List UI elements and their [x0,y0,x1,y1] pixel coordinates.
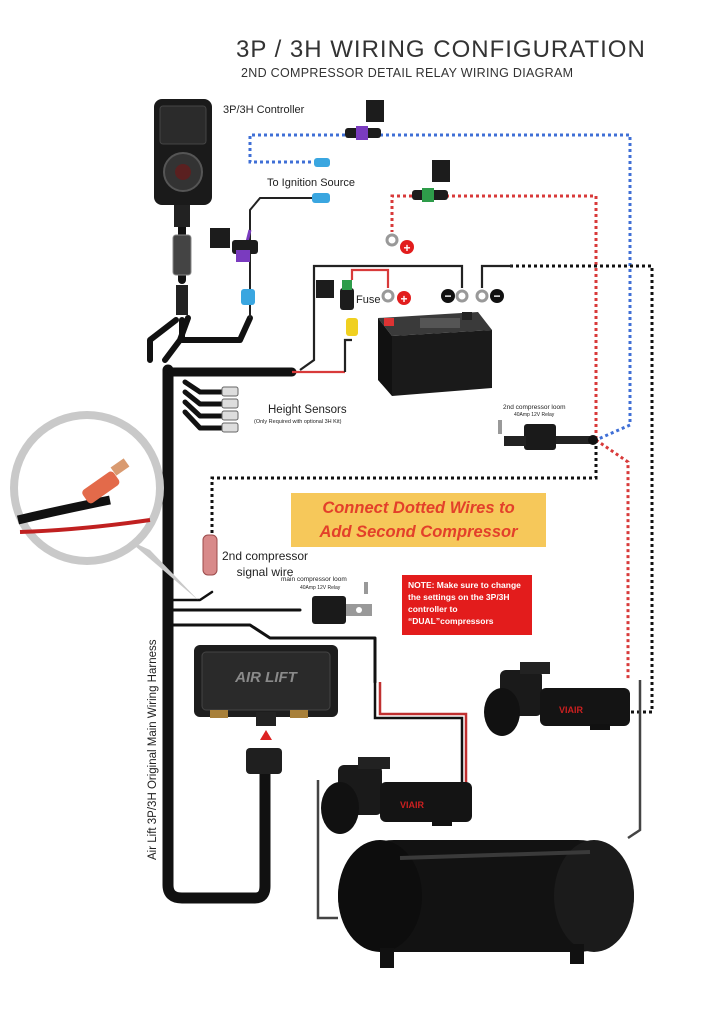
butt-connectors [202,158,358,576]
positive-sign: + [403,241,410,255]
height-sensors-note: (Only Required with optional 3H Kit) [254,419,342,425]
positive-sign: + [400,292,407,306]
compressor-leads [316,680,642,920]
controller-device [154,99,212,315]
fuse-label: Fuse [356,294,381,306]
dotted-wires-callout: Connect Dotted Wires to Add Second Compr… [291,493,546,547]
blue-dotted-wire [248,133,632,442]
ignition-label: To Ignition Source [267,177,356,189]
second-loom-relay-label: 40Amp 12V Relay [514,412,555,418]
positive-terminal-symbol [397,240,414,305]
red-dotted-wire [390,194,630,680]
fuse-holder-battery [316,280,354,310]
compressor-brand-text: VIAIR [559,705,584,715]
main-harness [147,201,377,904]
signal-wire-label-line1: 2nd compressor [222,549,309,563]
ignition-wire [243,197,314,318]
compressor-left: VIAIR [321,757,472,834]
negative-sign: − [444,289,451,303]
compressor-right: VIAIR [484,662,630,736]
manifold-brand-text: AIR LIFT [234,669,298,686]
height-sensor-plugs [221,386,239,433]
wire-closeup-magnifier [10,411,198,600]
signal-wire-label: 2nd compressor signal wire [222,548,308,580]
negative-sign: − [493,289,500,303]
diagram-subtitle: 2ND COMPRESSOR DETAIL RELAY WIRING DIAGR… [241,66,574,80]
compressor-brand-text: VIAIR [400,800,425,810]
height-sensors-label: Height Sensors [268,404,347,416]
controller-label: 3P/3H Controller [223,104,305,116]
harness-label: Air Lift 3P/3H Original Main Wiring Harn… [147,639,159,861]
signal-wire-label-line2: signal wire [236,565,294,579]
second-loom-label: 2nd compressor loom [503,404,566,411]
battery-wires [292,264,512,374]
main-loom-relay-label: 40Amp 12V Relay [300,585,341,591]
callout-line1: Connect Dotted Wires to [322,499,515,517]
main-compressor-relay [312,582,372,624]
air-lift-manifold: AIR LIFT [194,645,338,774]
diagram-title: 3P / 3H WIRING CONFIGURATION [236,36,646,63]
dual-compressor-note: NOTE: Make sure to change the settings o… [402,575,532,635]
air-tank [338,840,634,968]
fuse-holder-ignition [210,228,258,262]
battery [378,312,492,396]
second-compressor-relay [498,420,598,450]
fuse-holder-top [345,100,384,140]
negative-terminal-symbol [441,289,504,303]
callout-line2: Add Second Compressor [319,523,518,541]
main-loom-label: main compressor loom [281,576,347,583]
fuse-holder-red [412,160,450,202]
ring-terminals [381,233,489,303]
